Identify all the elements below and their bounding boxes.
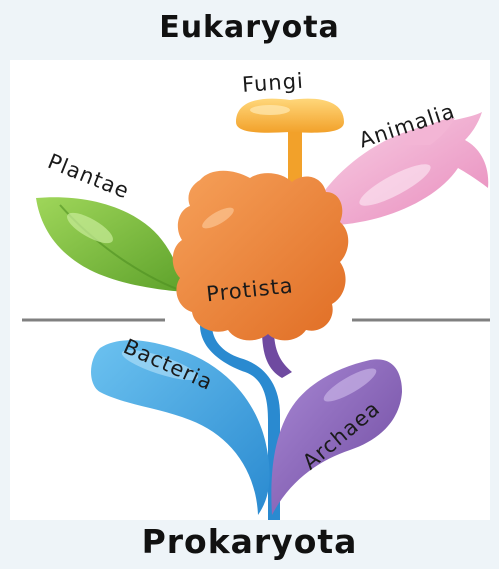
protista-shape	[173, 171, 349, 341]
fungi-label: Fungi	[241, 69, 304, 97]
plantae-shape	[36, 197, 185, 292]
fungi-shape	[236, 99, 344, 185]
bacteria-shape	[91, 325, 280, 520]
archaea-shape	[262, 330, 402, 515]
plantae-label: Plantae	[44, 149, 132, 203]
prokaryota-heading: Prokaryota	[0, 522, 499, 561]
